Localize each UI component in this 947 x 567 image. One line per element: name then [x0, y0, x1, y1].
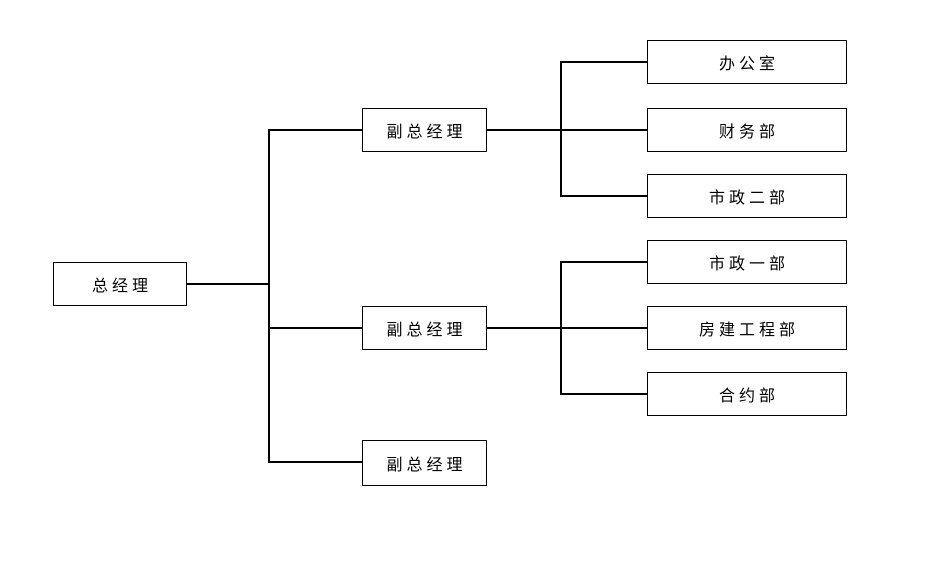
- org-node-label: 财务部: [718, 122, 779, 141]
- connector-branch-deputy-1: [268, 129, 362, 131]
- org-node-general-manager: 总经理: [53, 262, 187, 306]
- org-node-label: 合约部: [718, 386, 779, 405]
- connector-branch-contract-dept: [560, 393, 647, 395]
- org-node-housing-construction-dept: 房建工程部: [647, 306, 847, 350]
- org-node-label: 副总经理: [386, 122, 467, 141]
- org-node-label: 副总经理: [386, 455, 467, 474]
- org-node-label: 总经理: [91, 276, 152, 295]
- org-node-label: 市政二部: [708, 188, 789, 207]
- org-node-municipal-dept-2: 市政二部: [647, 174, 847, 218]
- connector-branch-municipal-dept-2: [560, 195, 647, 197]
- connector-branch-municipal-dept-1: [560, 261, 647, 263]
- connector-branch-deputy-2: [268, 327, 362, 329]
- org-node-finance-dept: 财务部: [647, 108, 847, 152]
- org-node-deputy-manager-3: 副总经理: [362, 440, 487, 486]
- org-node-deputy-manager-1: 副总经理: [362, 108, 487, 152]
- org-node-label: 办公室: [718, 54, 779, 73]
- org-node-municipal-dept-1: 市政一部: [647, 240, 847, 284]
- connector-trunk-group1: [560, 61, 562, 197]
- org-node-contract-dept: 合约部: [647, 372, 847, 416]
- org-node-label: 房建工程部: [698, 320, 799, 339]
- connector-branch-finance-dept: [560, 129, 647, 131]
- connector-root-to-trunk: [186, 283, 268, 285]
- connector-branch-housing-construction-dept: [560, 327, 647, 329]
- org-node-label: 副总经理: [386, 320, 467, 339]
- connector-deputy2-to-trunk: [487, 327, 560, 329]
- org-node-deputy-manager-2: 副总经理: [362, 306, 487, 350]
- org-node-label: 市政一部: [708, 254, 789, 273]
- org-node-office: 办公室: [647, 40, 847, 84]
- connector-trunk-level1: [268, 129, 270, 463]
- connector-branch-office: [560, 61, 647, 63]
- connector-deputy1-to-trunk: [487, 129, 560, 131]
- connector-branch-deputy-3: [268, 461, 362, 463]
